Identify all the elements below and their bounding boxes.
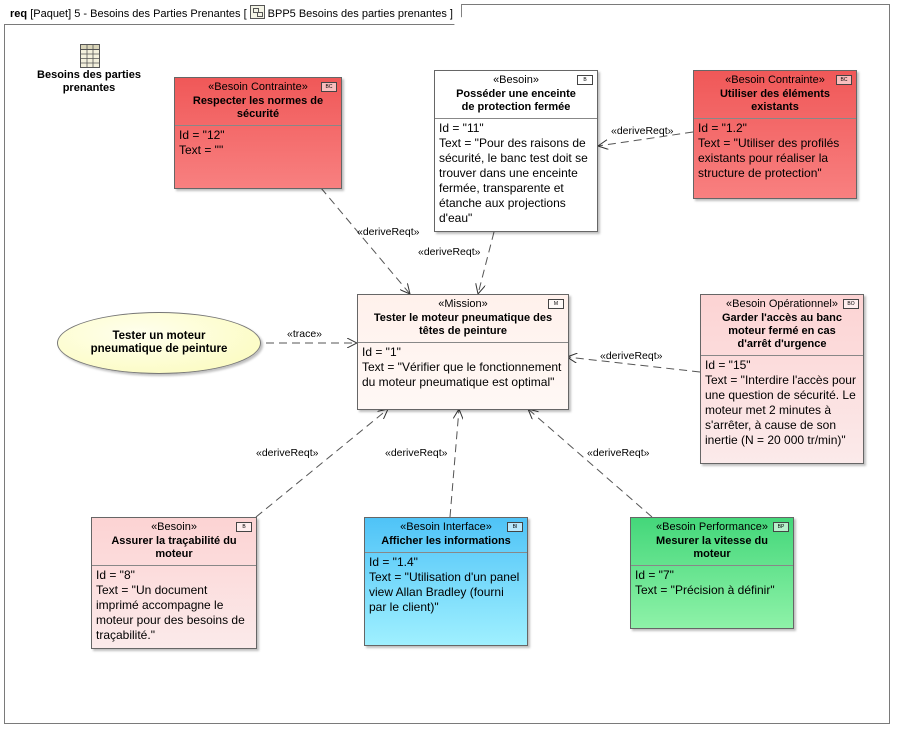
req-text: Text = "Utilisation d'un panel view Alla… — [369, 570, 520, 614]
req-name: Mesurer la vitesse du moteur — [656, 535, 768, 560]
diagram-frame-tab: req [Paquet] 5 - Besoins des Parties Pre… — [4, 4, 462, 25]
req-stereotype: «Besoin Opérationnel» — [726, 298, 838, 310]
req-id: Id = "1.4" — [369, 555, 418, 569]
badge-m-icon: M — [548, 299, 564, 309]
req-enceinte[interactable]: «Besoin» Posséder une enceinte de protect… — [434, 70, 598, 232]
req-affichage[interactable]: «Besoin Interface» Afficher les informati… — [364, 517, 528, 646]
req-stereotype: «Besoin» — [151, 521, 197, 533]
req-profiles[interactable]: «Besoin Contrainte» Utiliser des éléments… — [693, 70, 857, 199]
req-id: Id = "12" — [179, 128, 225, 142]
label-derive-acces: «deriveReqt» — [600, 350, 663, 362]
req-text: Text = "Vérifier que le fonctionnement d… — [362, 360, 562, 389]
badge-b-icon: B — [236, 522, 252, 532]
req-id: Id = "8" — [96, 568, 135, 582]
use-case-tester-moteur[interactable]: Tester un moteur pneumatique de peinture — [57, 312, 261, 374]
label-derive-vitesse: «deriveReqt» — [587, 447, 650, 459]
req-id: Id = "15" — [705, 358, 751, 372]
package-label[interactable]: Besoins des parties prenantes — [37, 69, 141, 94]
req-text: Text = "Un document imprimé accompagne l… — [96, 583, 245, 642]
badge-bp-icon: BP — [773, 522, 789, 532]
req-name: Respecter les normes de sécurité — [192, 95, 324, 120]
frame-kind: req — [10, 8, 28, 20]
req-stereotype: «Mission» — [438, 298, 488, 310]
req-name: Posséder une enceinte de protection ferm… — [456, 88, 576, 113]
req-text: Text = "" — [179, 143, 224, 157]
req-name: Tester le moteur pneumatique des têtes d… — [373, 312, 553, 337]
req-id: Id = "11" — [439, 121, 484, 135]
table-icon — [80, 44, 100, 68]
link-acces-mission[interactable] — [567, 357, 701, 373]
req-tracabilite[interactable]: «Besoin» Assurer la traçabilité du moteur… — [91, 517, 257, 649]
req-id: Id = "1.2" — [698, 121, 747, 135]
diagram-icon — [250, 5, 265, 19]
req-name: Assurer la traçabilité du moteur — [111, 535, 237, 560]
req-text: Text = "Interdire l'accès pour une quest… — [705, 373, 856, 447]
req-stereotype: «Besoin Performance» — [656, 521, 768, 533]
link-profiles-enceinte[interactable] — [598, 131, 694, 146]
label-trace: «trace» — [287, 328, 323, 340]
req-stereotype: «Besoin Contrainte» — [208, 81, 308, 93]
req-name: Garder l'accès au banc moteur fermé en c… — [721, 312, 842, 350]
req-text: Text = "Précision à définir" — [635, 583, 775, 597]
req-text: Text = "Utiliser des profilés existants … — [698, 136, 840, 180]
req-name: Utiliser des éléments existants — [719, 88, 831, 113]
req-stereotype: «Besoin» — [493, 74, 539, 86]
link-enceinte-mission[interactable] — [478, 231, 495, 294]
badge-bc-icon: BC — [321, 82, 337, 92]
req-securite[interactable]: «Besoin Contrainte» Respecter les normes … — [174, 77, 342, 189]
req-vitesse[interactable]: «Besoin Performance» Mesurer la vitesse d… — [630, 517, 794, 629]
req-id: Id = "7" — [635, 568, 674, 582]
req-stereotype: «Besoin Contrainte» — [725, 74, 825, 86]
req-id: Id = "1" — [362, 345, 401, 359]
badge-bc-icon: BC — [836, 75, 852, 85]
badge-bo-icon: BO — [843, 299, 859, 309]
req-name: Afficher les informations — [381, 535, 511, 547]
req-stereotype: «Besoin Interface» — [400, 521, 492, 533]
frame-diagram-name: BPP5 Besoins des parties prenantes ] — [267, 8, 453, 20]
link-vitesse-mission[interactable] — [528, 409, 653, 518]
label-derive-affichage: «deriveReqt» — [385, 447, 448, 459]
link-securite-mission[interactable] — [320, 187, 410, 294]
req-text: Text = "Pour des raisons de sécurité, le… — [439, 136, 588, 225]
req-acces[interactable]: «Besoin Opérationnel» Garder l'accès au b… — [700, 294, 864, 464]
badge-b-icon: B — [577, 75, 593, 85]
badge-bi-icon: BI — [507, 522, 523, 532]
label-derive-tracabilite: «deriveReqt» — [256, 447, 319, 459]
use-case-label: Tester un moteur pneumatique de peinture — [90, 330, 228, 355]
frame-path: [Paquet] 5 - Besoins des Parties Prenant… — [30, 8, 247, 20]
label-derive-enceinte: «deriveReqt» — [418, 246, 481, 258]
label-derive-profiles: «deriveReqt» — [611, 125, 674, 137]
req-mission[interactable]: «Mission» Tester le moteur pneumatique de… — [357, 294, 569, 410]
link-tracabilite-mission[interactable] — [255, 409, 388, 518]
link-affichage-mission[interactable] — [449, 409, 459, 518]
label-derive-securite: «deriveReqt» — [357, 226, 420, 238]
